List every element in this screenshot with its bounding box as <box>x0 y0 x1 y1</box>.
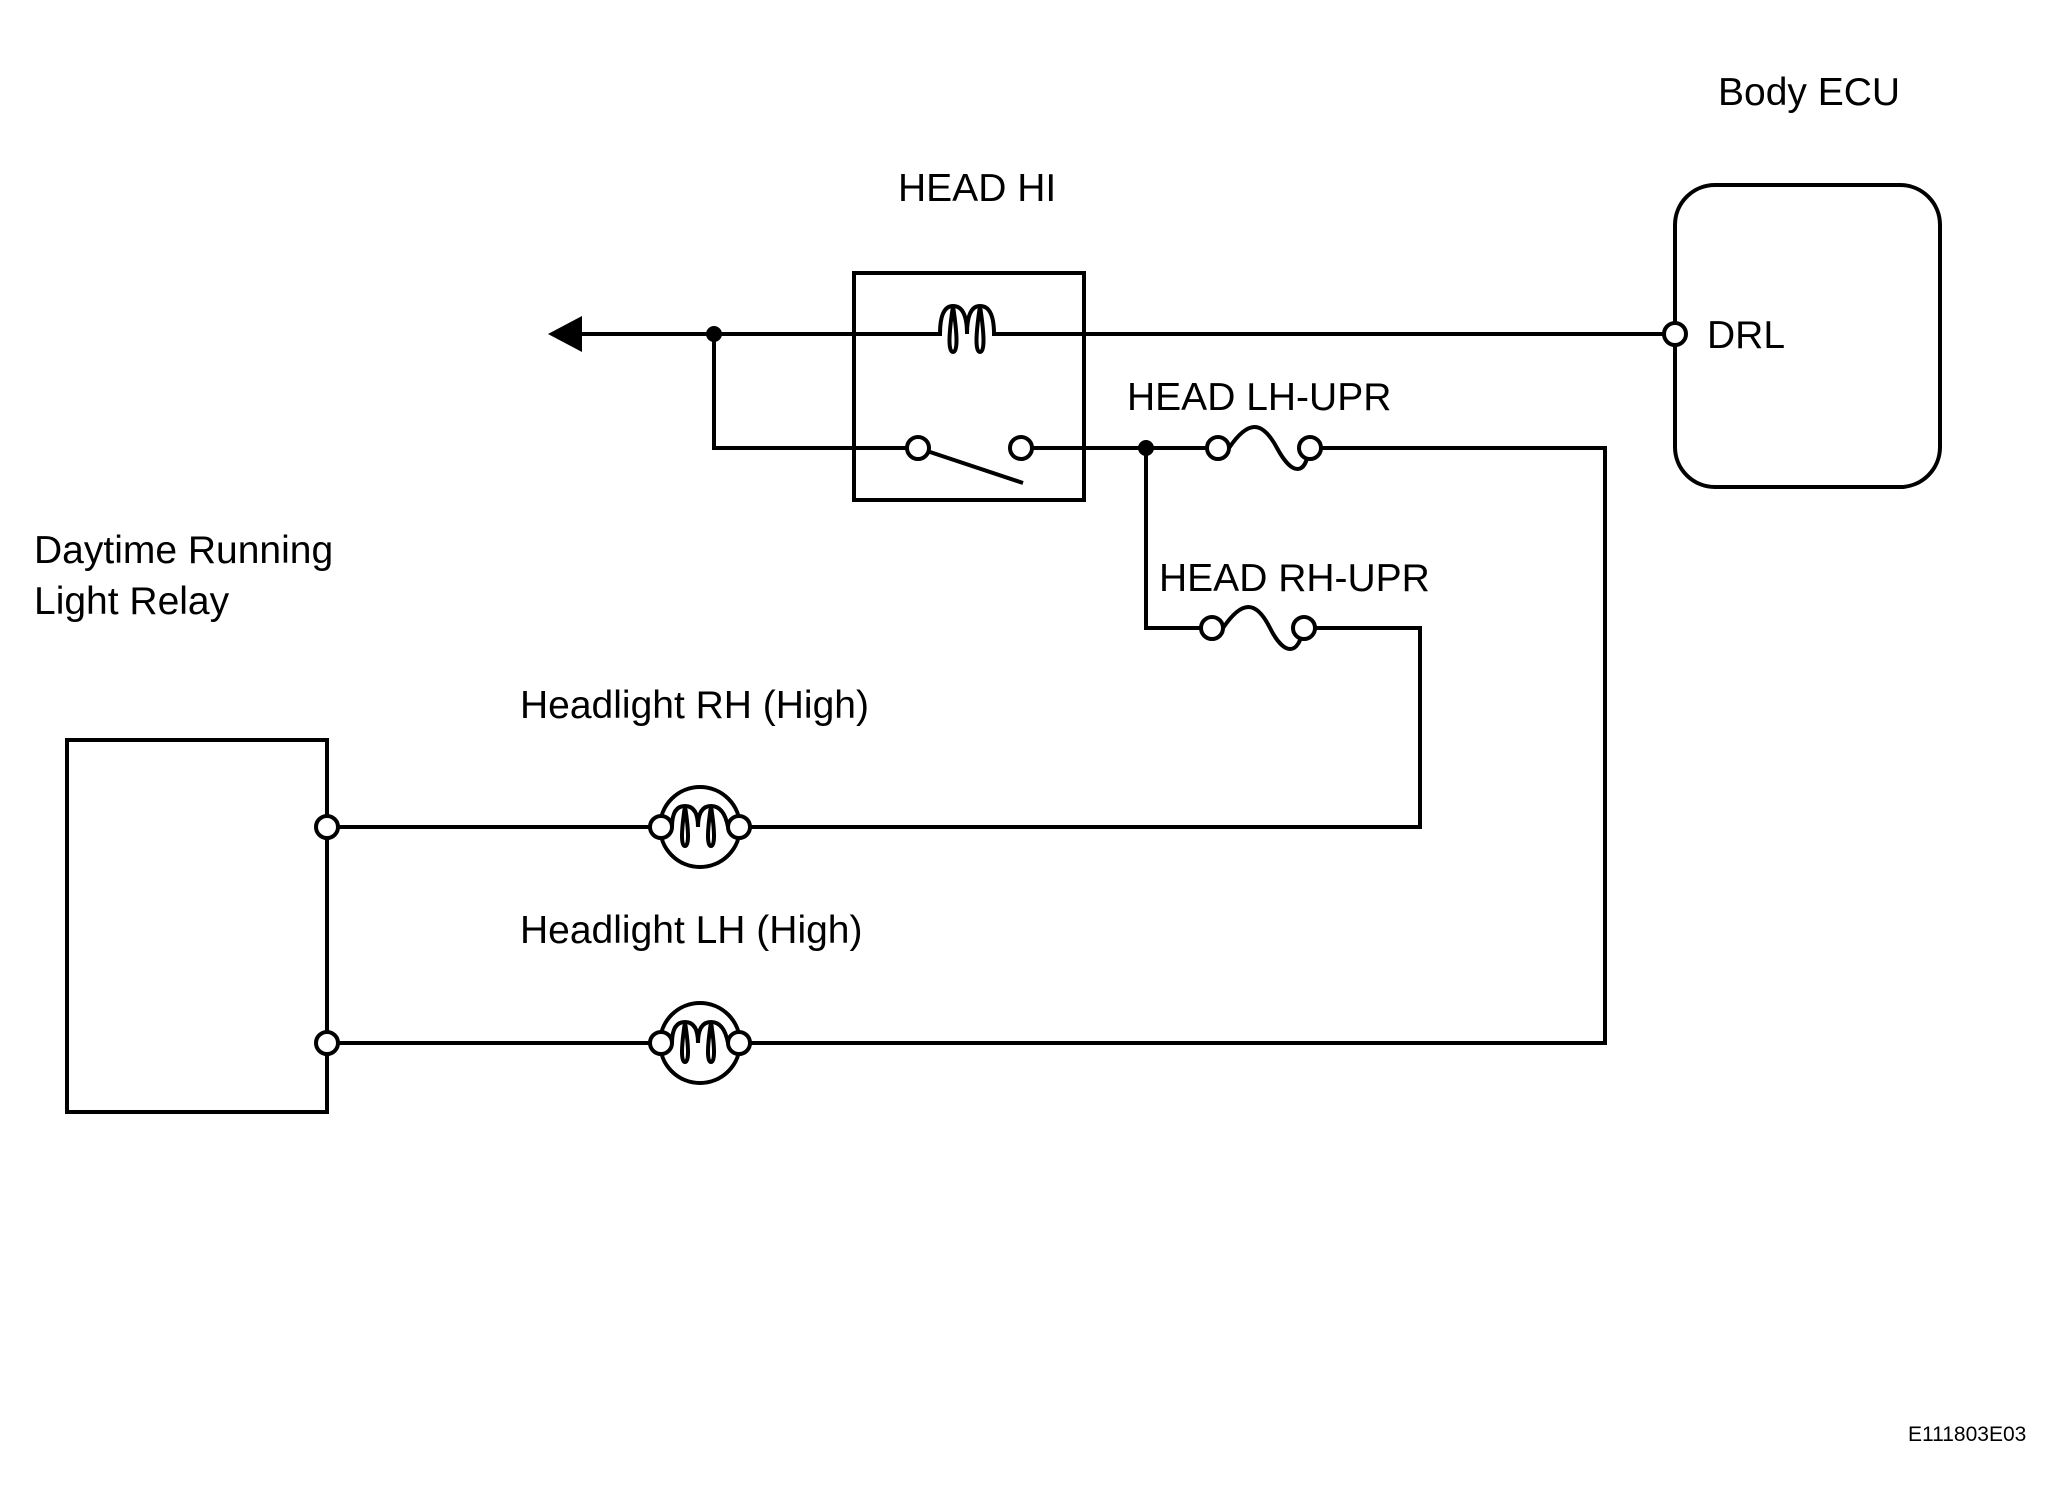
wire-junction-to-rh-fuse <box>1144 448 1201 630</box>
drl-relay-label-line1: Daytime Running <box>34 529 333 572</box>
drl-terminal <box>1662 321 1688 347</box>
wire-switch-feed <box>712 334 907 450</box>
head-lh-upr-label: HEAD LH-UPR <box>1127 376 1391 419</box>
wire-rh-upr-to-headlight-rh <box>750 626 1422 829</box>
head-lh-upr-fuse <box>1205 425 1323 471</box>
drl-relay-box <box>65 738 329 1114</box>
headlight-lh-label: Headlight LH (High) <box>520 909 863 952</box>
headlight-rh-label: Headlight RH (High) <box>520 684 869 727</box>
drl-relay-label-line2: Light Relay <box>34 580 230 623</box>
relay-switch-blade <box>917 446 1024 485</box>
body-ecu-label: Body ECU <box>1718 71 1900 114</box>
fuse-icon <box>1227 425 1311 471</box>
figure-code: E111803E03 <box>1908 1423 2026 1446</box>
head-hi-relay <box>852 271 1086 502</box>
head-hi-label: HEAD HI <box>898 167 1056 210</box>
head-hi-relay-box <box>852 271 1086 502</box>
wire-lh-upr-to-headlight-lh <box>750 446 1607 1045</box>
head-rh-upr-label: HEAD RH-UPR <box>1159 557 1430 600</box>
relay-switch-terminal-a <box>905 435 931 461</box>
relay-coil-icon <box>927 303 1008 336</box>
arrow-left-icon <box>548 316 582 352</box>
relay-terminal-rh <box>314 814 340 840</box>
headlight-rh-bulb-icon <box>648 785 752 869</box>
fuse-icon <box>1221 605 1305 651</box>
head-rh-upr-fuse <box>1199 605 1317 651</box>
headlight-lh-bulb-icon <box>648 1001 752 1085</box>
drl-terminal-label: DRL <box>1707 314 1785 357</box>
relay-switch-terminal-b <box>1008 435 1034 461</box>
relay-terminal-lh <box>314 1030 340 1056</box>
